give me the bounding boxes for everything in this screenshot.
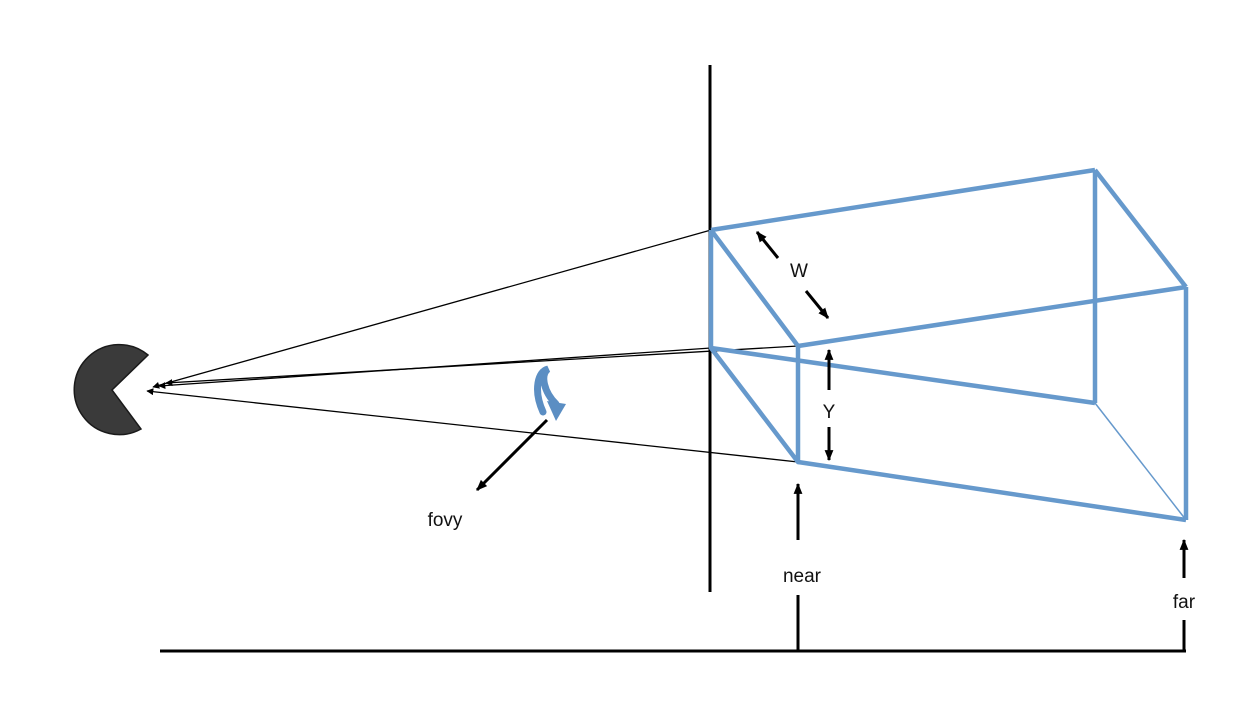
middle-back-edge (710, 345, 1096, 406)
frustum-box (708, 167, 1189, 523)
w-label: W (790, 261, 808, 282)
near-label: near (783, 566, 822, 587)
w-arrow-lower (804, 290, 830, 319)
bottom-edge (797, 459, 1187, 523)
w-arrow-upper (755, 231, 780, 259)
sight-line-top (152, 229, 712, 389)
fovy-label: fovy (428, 510, 463, 531)
hidden-diagonal-edge (1094, 402, 1187, 521)
sight-line-middle-right (165, 345, 799, 387)
y-label: Y (823, 402, 836, 423)
top-left-edge (710, 167, 1096, 233)
pacman-eye-icon (73, 343, 150, 436)
sight-line-bottom (146, 388, 799, 463)
far-label: far (1173, 592, 1196, 613)
rotation-arrow-icon (534, 365, 566, 421)
fovy-arrow (475, 418, 549, 492)
near-plane-edges (708, 228, 801, 465)
sight-lines (146, 229, 799, 463)
upper-edge (797, 284, 1187, 349)
top-right-edge (1093, 168, 1188, 289)
